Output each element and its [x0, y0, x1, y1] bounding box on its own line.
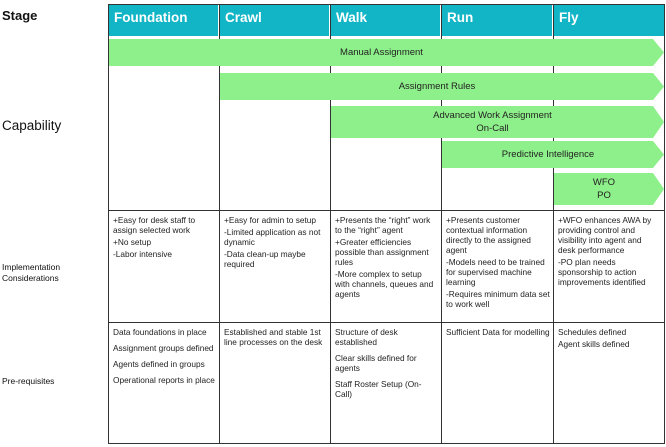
capability-arrow-advanced-work-assignment: Advanced Work Assignment On-Call [331, 106, 664, 138]
implementation-cell-walk: +Presents the “right” work to the “right… [330, 212, 441, 301]
consideration-item: -Requires minimum data set to work well [446, 289, 550, 309]
prerequisite-item: Sufficient Data for modelling [446, 327, 550, 337]
prerequisites-row-label: Pre-requisites [2, 376, 55, 386]
implementation-cell-fly: +WFO enhances AWA by providing control a… [553, 212, 664, 289]
capability-label: Assignment Rules [398, 81, 476, 92]
consideration-item: +Easy for admin to setup [224, 215, 317, 225]
stage-header-foundation: Foundation [108, 4, 219, 36]
capability-arrow-wfo-po: WFO PO [554, 173, 664, 205]
stage-header-fly: Fly [553, 4, 665, 36]
prerequisites-cell-foundation: Data foundations in place Assignment gro… [108, 324, 219, 391]
stage-header-crawl: Crawl [219, 4, 330, 36]
grid-line [108, 4, 665, 5]
grid-line [108, 210, 665, 211]
grid-line [108, 4, 109, 444]
consideration-item: +Greater efficiencies possible than assi… [335, 237, 429, 267]
capability-label: On-Call [476, 123, 509, 134]
prerequisite-item: Agents defined in groups [113, 359, 205, 369]
capability-label: Predictive Intelligence [501, 149, 595, 160]
capability-arrow-assignment-rules: Assignment Rules [220, 73, 664, 100]
prerequisites-cell-crawl: Established and stable 1st line processe… [219, 324, 330, 353]
prerequisite-item: Operational reports in place [113, 375, 215, 385]
prerequisite-item: Staff Roster Setup (On-Call) [335, 379, 422, 399]
prerequisite-item: Data foundations in place [113, 327, 207, 337]
implementation-cell-crawl: +Easy for admin to setup -Limited applic… [219, 212, 330, 271]
grid-line [108, 322, 665, 323]
capability-label: WFO [592, 177, 616, 188]
stage-header-walk: Walk [330, 4, 441, 36]
capability-label: PO [597, 190, 611, 201]
grid-line [664, 4, 665, 444]
grid-line [108, 443, 665, 444]
consideration-item: -Models need to be trained for supervise… [446, 257, 545, 287]
prerequisite-item: Assignment groups defined [113, 343, 214, 353]
prerequisite-item: Structure of desk established [335, 327, 398, 347]
grid-line [553, 4, 554, 444]
consideration-item: +Presents customer contextual informatio… [446, 215, 531, 255]
grid-line [441, 4, 442, 444]
prerequisite-item: Established and stable 1st line processe… [224, 327, 323, 347]
consideration-item: +Presents the “right” work to the “right… [335, 215, 431, 235]
consideration-item: +No setup [113, 237, 152, 247]
consideration-item: -Data clean-up maybe required [224, 249, 306, 269]
implementation-row-label: Implementation Considerations [2, 262, 61, 283]
capability-arrow-manual-assignment: Manual Assignment [109, 39, 664, 66]
implementation-cell-run: +Presents customer contextual informatio… [441, 212, 553, 311]
capability-arrow-predictive-intelligence: Predictive Intelligence [442, 141, 664, 168]
prerequisite-item: Schedules defined [558, 327, 627, 337]
prerequisite-item: Clear skills defined for agents [335, 353, 417, 373]
consideration-item: -Labor intensive [113, 249, 173, 259]
prerequisites-cell-run: Sufficient Data for modelling [441, 324, 553, 343]
prerequisites-cell-fly: Schedules defined Agent skills defined [553, 324, 664, 351]
consideration-item: -Limited application as not dynamic [224, 227, 321, 247]
prerequisites-cell-walk: Structure of desk established Clear skil… [330, 324, 441, 405]
consideration-item: +Easy for desk staff to assign selected … [113, 215, 196, 235]
implementation-cell-foundation: +Easy for desk staff to assign selected … [108, 212, 219, 261]
stage-header-run: Run [441, 4, 553, 36]
capability-label: Advanced Work Assignment [433, 110, 552, 121]
capability-label: Manual Assignment [340, 47, 423, 58]
consideration-item: +WFO enhances AWA by providing control a… [558, 215, 652, 255]
prerequisite-item: Agent skills defined [558, 339, 630, 349]
consideration-item: -More complex to setup with channels, qu… [335, 269, 434, 299]
grid-line [219, 4, 220, 444]
capability-row-label: Capability [2, 118, 62, 133]
stage-row-label: Stage [2, 8, 38, 23]
grid-line [330, 4, 331, 444]
consideration-item: -PO plan needs sponsorship to action imp… [558, 257, 646, 287]
